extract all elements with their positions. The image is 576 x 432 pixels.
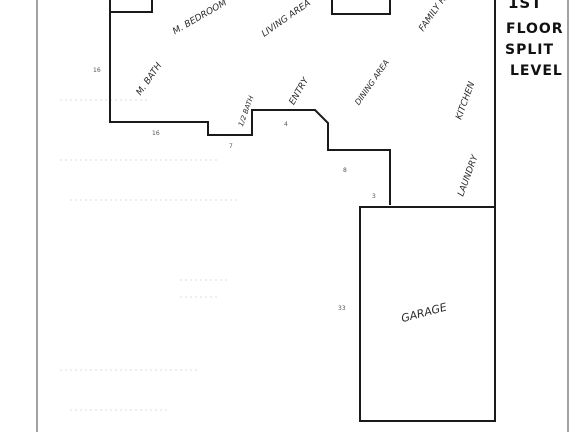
room-label-bedroom: M. BEDROOM xyxy=(171,0,229,37)
title-block: 1ST FLOOR SPLIT LEVEL xyxy=(505,0,564,79)
room-label-dining: DINING AREA xyxy=(353,58,391,107)
house-left-wall xyxy=(109,12,391,205)
faint-scan-marks xyxy=(60,99,240,411)
room-label-family: FAMILY ROOM xyxy=(417,0,461,34)
title-line-4: LEVEL xyxy=(510,63,563,79)
title-line-2: FLOOR xyxy=(506,21,564,37)
dimension-garage: 33 xyxy=(338,305,346,312)
room-label-garage: GARAGE xyxy=(400,301,449,326)
dimension-bottom-left: 16 xyxy=(152,130,160,137)
dimension-entry: 4 xyxy=(284,121,288,128)
dimension-garage-corner: 3 xyxy=(372,193,376,200)
room-label-living: LIVING AREA xyxy=(260,0,313,39)
dimension-left: 16 xyxy=(93,67,101,74)
room-label-entry: ENTRY xyxy=(288,75,312,107)
house-outline xyxy=(109,0,153,13)
dimension-step: 8 xyxy=(343,167,347,174)
room-label-kitchen: KITCHEN xyxy=(454,80,477,121)
title-line-1: 1ST xyxy=(508,0,542,12)
top-room-box xyxy=(331,0,391,15)
room-label-bath: M. BATH xyxy=(135,61,165,98)
room-label-laundry: LAUNDRY xyxy=(456,153,481,198)
title-line-3: SPLIT xyxy=(505,42,554,58)
dimension-notch: 7 xyxy=(229,143,233,150)
